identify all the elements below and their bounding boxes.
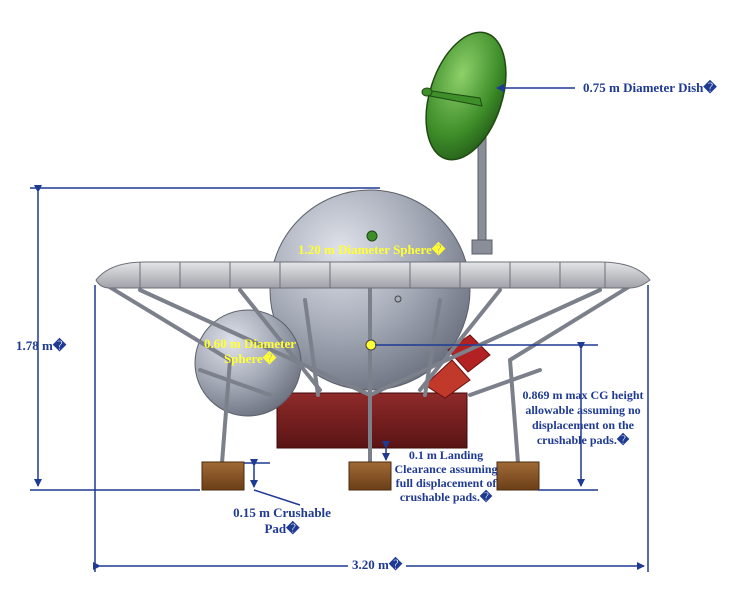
cg-height-line1: 0.869 m max CG height — [522, 388, 644, 402]
landing-clearance-line4: crushable pads.� — [399, 490, 493, 504]
width-label: 3.20 m� — [348, 557, 407, 572]
dish-label: 0.75 m Diameter Dish� — [583, 80, 717, 95]
mast-base — [471, 239, 493, 255]
landing-clearance-label: 0.1 m Landing Clearance assuming full di… — [384, 448, 508, 504]
deck — [95, 261, 651, 289]
crushable-pad-line1: 0.15 m Crushable — [233, 505, 331, 520]
cg-height-line3: displacement on the — [532, 418, 634, 432]
struts — [96, 278, 642, 465]
small-sphere-label: 0.60 m Diameter Sphere� — [194, 336, 306, 366]
small-sphere-label-line1: 0.60 m Diameter — [203, 336, 297, 351]
pad-right — [496, 461, 540, 491]
height-label: 1.78 m� — [16, 338, 67, 353]
pad-left — [201, 461, 245, 491]
pad-center — [348, 461, 392, 491]
cg-marker — [365, 339, 377, 351]
large-sphere-label: 1.20 m Diameter Sphere� — [298, 242, 446, 257]
cg-height-line4: crushable pads.� — [536, 433, 630, 447]
cg-height-line2: allowable assuming no — [525, 403, 641, 417]
crushable-pad-label: 0.15 m Crushable Pad� — [220, 505, 344, 537]
landing-clearance-line3: full displacement of — [395, 476, 497, 490]
sphere-port — [366, 230, 378, 242]
landing-clearance-line1: 0.1 m Landing — [408, 448, 484, 462]
landing-clearance-line2: Clearance assuming — [394, 462, 498, 476]
small-sphere-label-line2: Sphere� — [223, 351, 277, 366]
dish-antenna — [421, 31, 507, 161]
crushable-pad-line2: Pad� — [264, 521, 300, 536]
sphere-bolt — [394, 295, 402, 303]
cg-height-label: 0.869 m max CG height allowable assuming… — [508, 388, 658, 448]
